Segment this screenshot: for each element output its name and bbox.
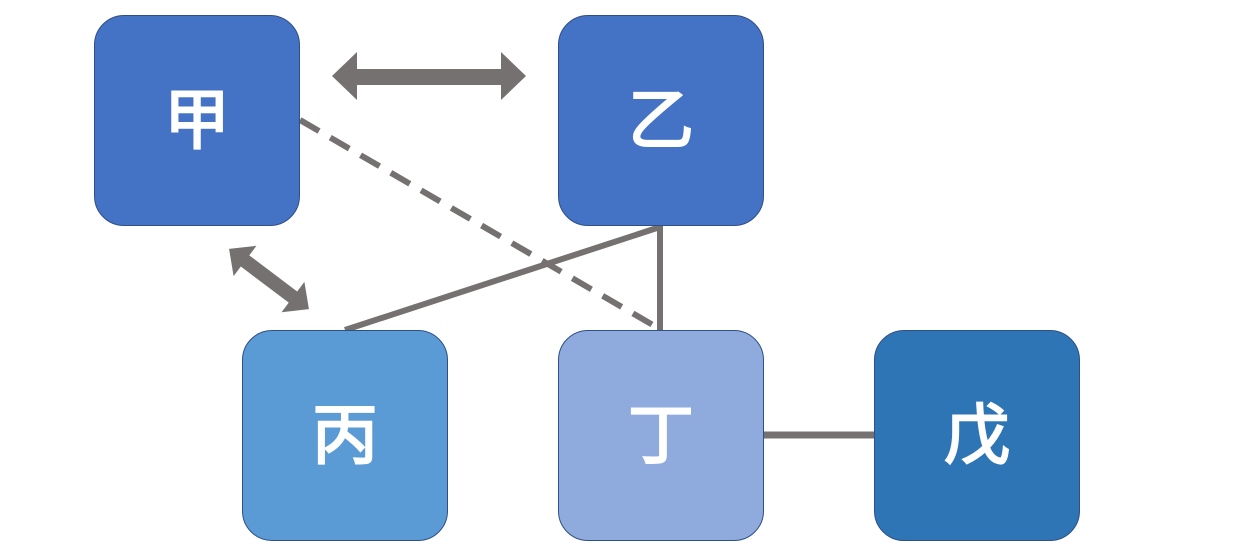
node-jia[interactable]: 甲 (94, 15, 300, 226)
node-bing[interactable]: 丙 (242, 330, 448, 541)
connector-yi-bing (344, 224, 661, 333)
node-yi-label: 乙 (628, 81, 694, 159)
node-ding[interactable]: 丁 (558, 330, 764, 541)
node-wu-label: 戊 (944, 396, 1010, 474)
double-arrow-jia-yi (332, 52, 526, 100)
node-jia-label: 甲 (164, 81, 230, 159)
double-arrow-jia-bing (229, 245, 309, 313)
node-bing-label: 丙 (312, 396, 378, 474)
node-wu[interactable]: 戊 (874, 330, 1080, 541)
node-yi[interactable]: 乙 (558, 15, 764, 226)
node-ding-label: 丁 (628, 396, 694, 474)
